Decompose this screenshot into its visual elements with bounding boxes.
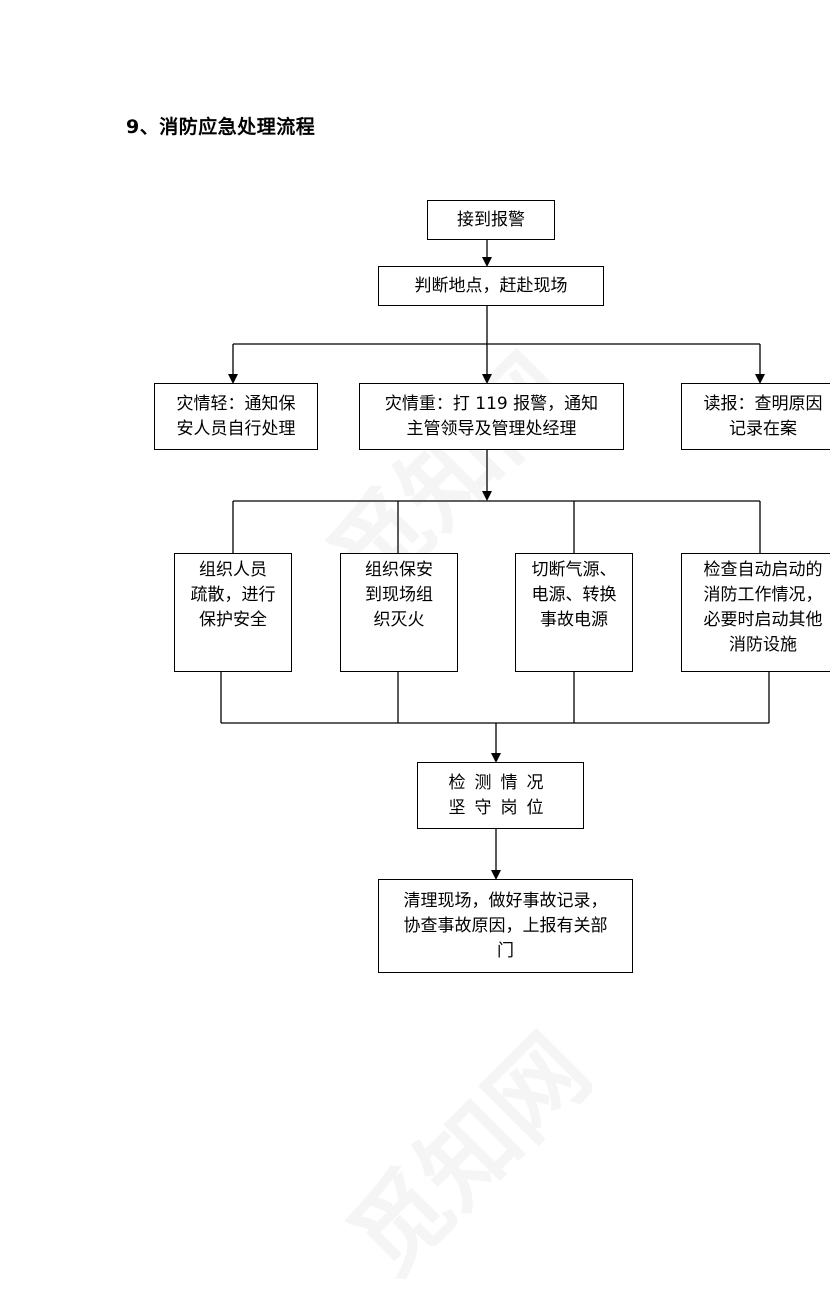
node-receive-alarm: 接到报警 [427,200,555,240]
node-false-alarm: 读报：查明原因 记录在案 [681,383,830,450]
node-serious-fire: 灾情重：打 119 报警，通知 主管领导及管理处经理 [359,383,624,450]
node-cut-power: 切断气源、 电源、转换 事故电源 [515,553,633,672]
node-evacuate: 组织人员 疏散，进行 保护安全 [174,553,292,672]
node-extinguish: 组织保安 到现场组 织灭火 [340,553,458,672]
flowchart-connectors [220,240,770,880]
node-cleanup: 清理现场，做好事故记录， 协查事故原因，上报有关部 门 [378,879,633,973]
node-judge-location: 判断地点，赶赴现场 [378,266,604,306]
node-check-auto: 检查自动启动的 消防工作情况， 必要时启动其他 消防设施 [681,553,830,672]
node-minor-fire: 灾情轻：通知保 安人员自行处理 [154,383,318,450]
page-title: 9、消防应急处理流程 [126,116,316,138]
node-monitor: 检测情况 坚守岗位 [417,762,584,829]
